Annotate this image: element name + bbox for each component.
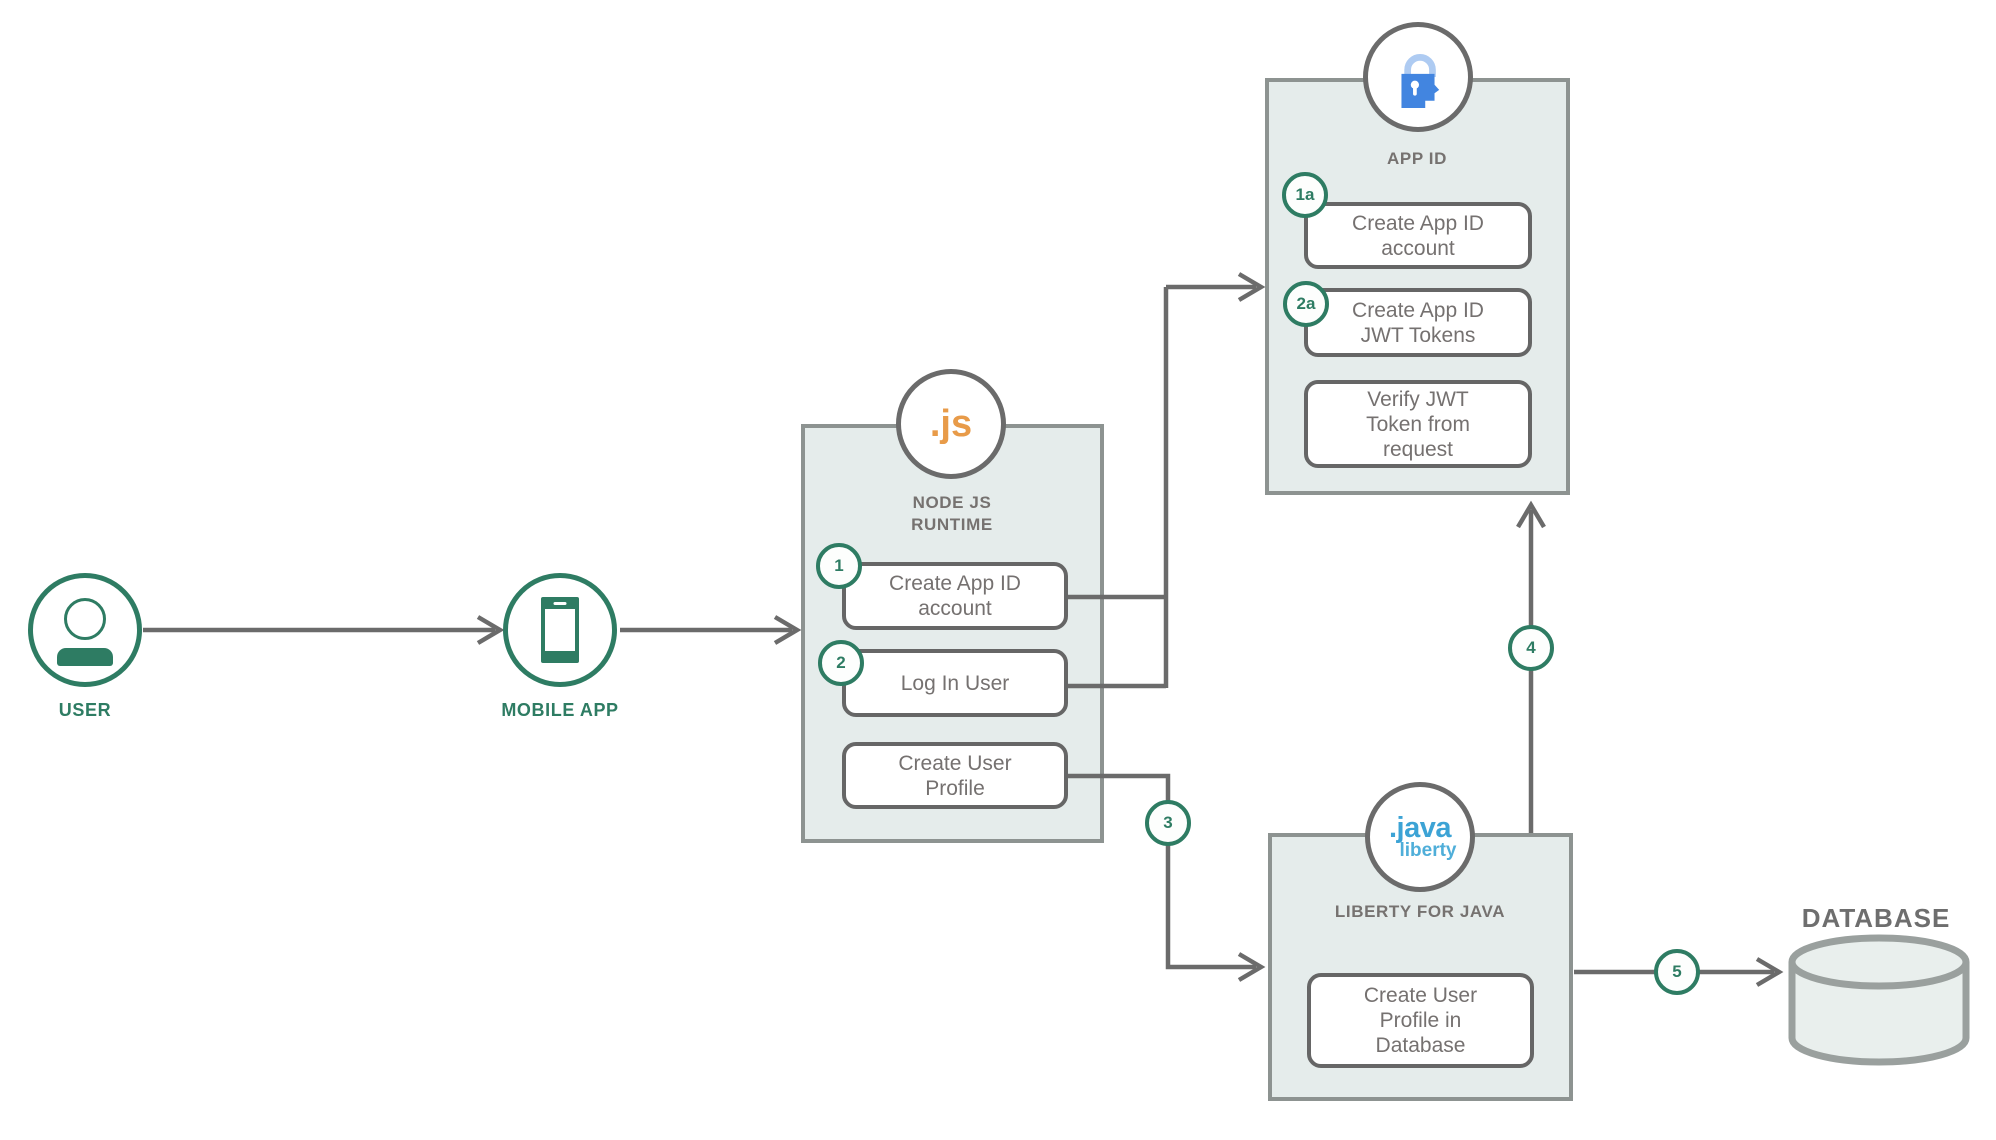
appid-lock-head-icon (1401, 54, 1440, 108)
arrow-into-appid (1166, 272, 1266, 302)
arrow-liberty-to-appid (1516, 500, 1546, 833)
nodejs-icon: .js (929, 402, 973, 445)
flow-badge-3: 3 (1145, 800, 1191, 846)
step-badge-1: 1 (816, 543, 862, 589)
step-create-appid-account-remote: Create App ID account (1304, 202, 1532, 269)
step-badge-1a: 1a (1282, 172, 1328, 218)
phone-icon (541, 597, 579, 663)
phone-speaker-shape (553, 602, 567, 605)
step-create-profile-in-db: Create User Profile in Database (1307, 973, 1534, 1068)
arrow-mobile-to-nodejs (620, 615, 802, 645)
phone-screen-shape (545, 609, 575, 651)
liberty-logo-text: liberty (1399, 840, 1457, 861)
mobile-app-label: MOBILE APP (501, 700, 619, 720)
arrow-step3-to-liberty (1068, 773, 1266, 982)
user-head-shape (64, 598, 106, 640)
appid-icon-circle (1363, 22, 1473, 132)
database-label: DATABASE (1801, 903, 1951, 933)
java-logo-text: .java (1389, 812, 1452, 844)
user-shoulders-shape (57, 648, 113, 666)
mobile-app-node (503, 573, 617, 687)
arrow-user-to-mobile (143, 615, 505, 645)
flow-badge-5: 5 (1654, 949, 1700, 995)
step-login-user: Log In User (842, 649, 1068, 717)
appid-title: APP ID (1387, 149, 1447, 168)
nodejs-title: NODE JS RUNTIME (911, 493, 993, 534)
user-node (28, 573, 142, 687)
flow-badge-4: 4 (1508, 625, 1554, 671)
step-create-user-profile: Create User Profile (842, 742, 1068, 809)
nodejs-icon-circle: .js (896, 369, 1006, 479)
step-create-jwt-tokens: Create App ID JWT Tokens (1304, 288, 1532, 357)
java-liberty-icon: .java liberty (1383, 812, 1457, 861)
step-badge-2: 2 (818, 640, 864, 686)
liberty-title: LIBERTY FOR JAVA (1334, 902, 1506, 921)
step-badge-2a: 2a (1283, 281, 1329, 327)
liberty-icon-circle: .java liberty (1365, 782, 1475, 892)
database-cylinder-icon (1788, 934, 1970, 1066)
step-verify-jwt: Verify JWT Token from request (1304, 380, 1532, 468)
step-create-appid-account: Create App ID account (842, 562, 1068, 630)
user-label: USER (58, 700, 112, 720)
